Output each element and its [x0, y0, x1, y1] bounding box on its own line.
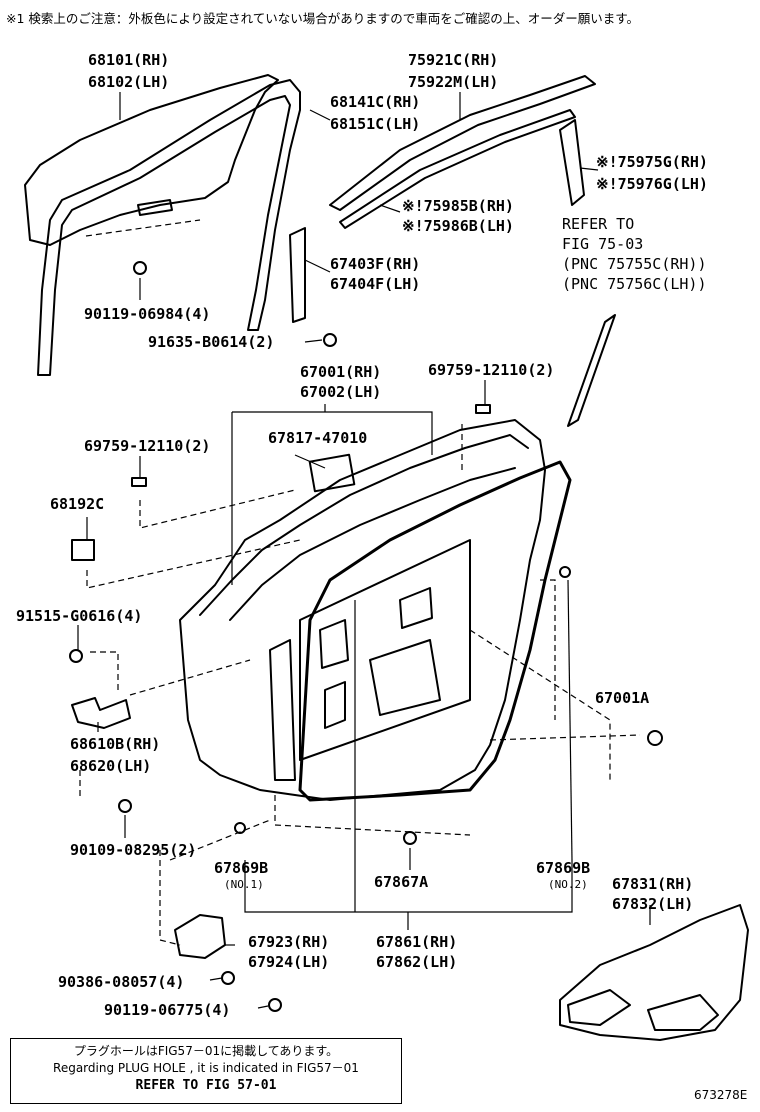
clip-67869b-no2	[559, 566, 571, 578]
part-label-67404f[interactable]: 67404F(LH)	[330, 275, 421, 293]
bolt-90119b	[268, 998, 282, 1012]
lower-bracket	[174, 914, 226, 959]
part-label-68192c[interactable]: 68192C	[50, 495, 105, 513]
glass-run	[37, 79, 301, 376]
weatherstrip	[298, 460, 572, 802]
part-label-75986b[interactable]: ※!75986B(LH)	[402, 217, 514, 235]
part-label-68141c[interactable]: 68141C(RH)	[330, 93, 421, 111]
clip-68192c	[71, 539, 95, 561]
part-label-67861[interactable]: 67861(RH)	[376, 933, 458, 951]
pillar-garnish-upper	[559, 119, 585, 206]
bolt-90119a	[133, 261, 147, 275]
plug-hole-reference-box: プラグホールはFIG57－01に掲載してあります。 Regarding PLUG…	[10, 1038, 402, 1104]
screw-91635	[323, 333, 337, 347]
part-label-68151c[interactable]: 68151C(LH)	[330, 115, 421, 133]
screw-90386	[221, 971, 235, 985]
bolt-90109	[118, 799, 132, 813]
part-label-67924[interactable]: 67924(LH)	[248, 953, 330, 971]
part-label-68610b[interactable]: 68610B(RH)	[70, 735, 161, 753]
refer-label-2[interactable]: FIG 75-03	[562, 235, 644, 253]
caution-note: ※1 検索上のご注意：外板色により設定されていない場合がありますので車両をご確認…	[6, 11, 640, 26]
refer-label-1: REFER TO	[562, 215, 635, 233]
part-label-67817-47010[interactable]: 67817-47010	[268, 429, 368, 447]
part-label-68102[interactable]: 68102(LH)	[88, 73, 170, 91]
division-bar	[289, 227, 306, 323]
part-label-67869b-no1[interactable]: 67869B	[214, 859, 269, 877]
part-label-90109-08295[interactable]: 90109-08295(2)	[70, 841, 197, 859]
footer-line-en: Regarding PLUG HOLE , it is indicated in…	[53, 1061, 359, 1075]
clip-67867a	[403, 831, 417, 845]
label-67817	[308, 453, 356, 493]
clip-no2-label: (NO.2)	[548, 878, 588, 891]
part-label-75922m[interactable]: 75922M(LH)	[408, 73, 499, 91]
plug-69759-left	[131, 477, 147, 487]
inner-frame-molding	[339, 109, 576, 229]
clip-67001a	[647, 730, 663, 746]
part-label-68101[interactable]: 68101(RH)	[88, 51, 170, 69]
bolt-91515	[69, 649, 83, 663]
part-label-67862[interactable]: 67862(LH)	[376, 953, 458, 971]
part-label-67923[interactable]: 67923(RH)	[248, 933, 330, 951]
part-label-90386-08057[interactable]: 90386-08057(4)	[58, 973, 185, 991]
part-label-75985b[interactable]: ※!75985B(RH)	[402, 197, 514, 215]
part-label-91515-g0616[interactable]: 91515-G0616(4)	[16, 607, 143, 625]
glass-bracket	[137, 199, 173, 216]
part-label-69759-12110-left[interactable]: 69759-12110(2)	[84, 437, 211, 455]
door-glass	[24, 74, 279, 246]
refer-label-4[interactable]: (PNC 75756C(LH))	[562, 275, 707, 293]
part-label-69759-12110-right[interactable]: 69759-12110(2)	[428, 361, 555, 379]
part-label-67403f[interactable]: 67403F(RH)	[330, 255, 421, 273]
part-label-75975g[interactable]: ※!75975G(RH)	[596, 153, 708, 171]
part-label-67001a[interactable]: 67001A	[595, 689, 650, 707]
clip-no1-label: (NO.1)	[224, 878, 264, 891]
figure-id: 673278E	[694, 1088, 748, 1102]
clip-67869b-no1	[234, 822, 246, 834]
plug-69759-right	[475, 404, 491, 414]
part-label-75921c[interactable]: 75921C(RH)	[408, 51, 499, 69]
part-label-90119-06984[interactable]: 90119-06984(4)	[84, 305, 211, 323]
footer-refer-link[interactable]: REFER TO FIG 57-01	[135, 1078, 277, 1093]
part-label-67869b-no2[interactable]: 67869B	[536, 859, 591, 877]
upper-frame-molding	[329, 75, 596, 211]
part-label-75976g[interactable]: ※!75976G(LH)	[596, 175, 708, 193]
service-hole-cover	[559, 904, 749, 1041]
part-label-67002[interactable]: 67002(LH)	[300, 383, 382, 401]
part-label-67832[interactable]: 67832(LH)	[612, 895, 694, 913]
refer-label-3[interactable]: (PNC 75755C(RH))	[562, 255, 707, 273]
door-hinge	[71, 697, 131, 729]
footer-line-jp: プラグホールはFIG57－01に掲載してあります。	[73, 1044, 339, 1058]
part-label-67001[interactable]: 67001(RH)	[300, 363, 382, 381]
part-label-67831[interactable]: 67831(RH)	[612, 875, 694, 893]
part-label-67867a[interactable]: 67867A	[374, 873, 429, 891]
part-label-68620[interactable]: 68620(LH)	[70, 757, 152, 775]
pillar-garnish-lower	[567, 314, 616, 427]
part-label-90119-06775[interactable]: 90119-06775(4)	[104, 1001, 231, 1019]
door-panel	[179, 419, 546, 801]
part-label-91635-b0614[interactable]: 91635-B0614(2)	[148, 333, 275, 351]
